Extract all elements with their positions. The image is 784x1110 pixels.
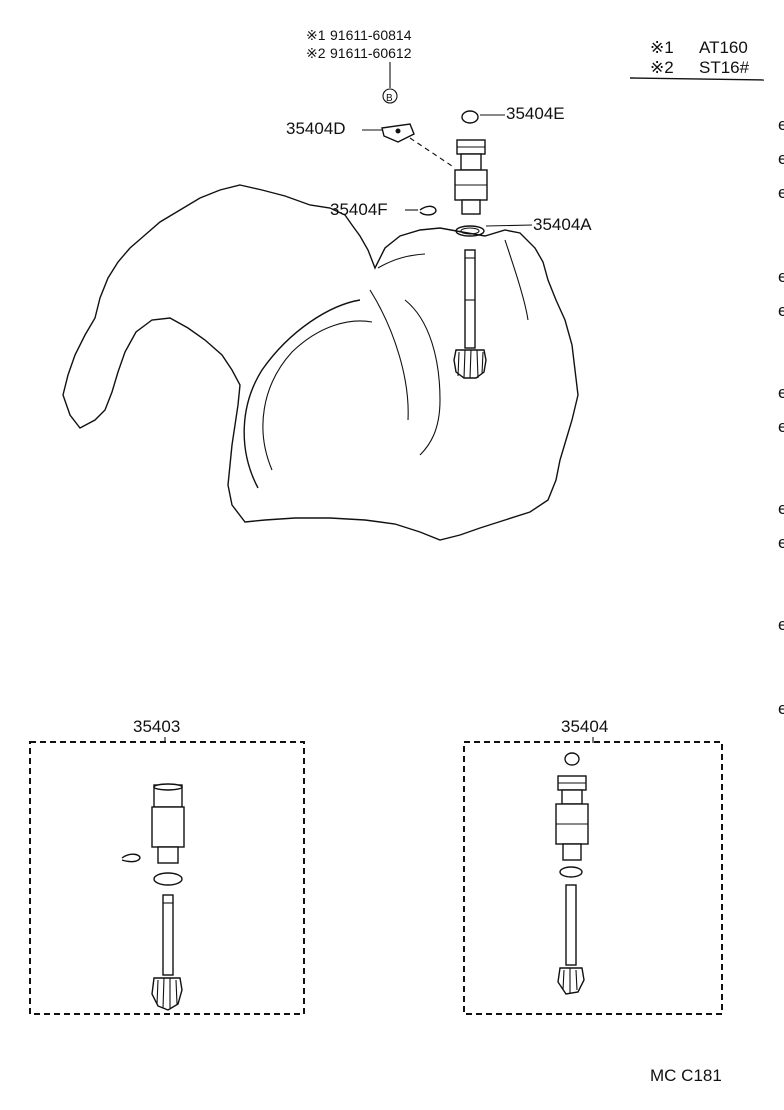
transmission-case (62, 184, 579, 541)
oil-seal-part-e (461, 110, 479, 124)
right-sleeve-tip (562, 843, 582, 861)
sleeve-tip (461, 199, 481, 215)
leader-a (485, 224, 533, 227)
assembly-35403-label: 35403 (133, 717, 180, 736)
exploded-parts: 35404E 35404D 35404F 35404A (286, 104, 592, 379)
margin-mark: e (778, 149, 784, 168)
assembly-35404-box (463, 741, 723, 1015)
margin-mark: e (778, 699, 784, 718)
sleeve-neck (460, 153, 482, 171)
bolt-symbol: B (386, 93, 393, 104)
gear-teeth (457, 349, 484, 379)
margin-mark: e (778, 615, 784, 634)
left-clip (121, 853, 141, 863)
clip-part-f (419, 205, 437, 216)
note2-part-number: 91611-60612 (330, 45, 412, 61)
driven-shaft (464, 249, 476, 349)
right-gear (557, 967, 585, 995)
case-rib-2 (404, 299, 441, 456)
bell-housing-inner (262, 320, 373, 471)
legend-item2-text: ST16# (699, 58, 750, 77)
right-sleeve-neck (561, 789, 583, 805)
legend-rule (629, 77, 765, 81)
callout-35404f: 35404F (330, 200, 388, 219)
callout-35404e: 35404E (506, 104, 565, 123)
margin-mark: e (778, 183, 784, 202)
assembly-35403: 35403 (29, 717, 305, 1015)
left-sleeve-cap (153, 783, 183, 791)
margin-mark: e (778, 115, 784, 134)
legend: ※1 AT160 ※2 ST16# (629, 38, 765, 81)
case-rib-3 (369, 289, 409, 421)
margin-mark: e (778, 301, 784, 320)
margin-mark: e (778, 533, 784, 552)
assembly-35404: 35404 (463, 717, 723, 1015)
diagram-code: MC C181 (650, 1066, 722, 1085)
left-shaft (162, 894, 174, 976)
right-gear-teeth (562, 968, 578, 994)
callout-35404a: 35404A (533, 215, 592, 234)
bolt-symbol-circle (382, 88, 398, 104)
o-ring-inner (460, 227, 480, 235)
bell-housing-ring (243, 299, 361, 489)
right-o-ring (559, 866, 583, 878)
note2-mark: ※2 (306, 45, 326, 61)
left-sleeve-tip (157, 846, 179, 864)
margin-mark: e (778, 499, 784, 518)
left-gear-teeth (156, 977, 178, 1009)
lock-plate-hole (395, 128, 401, 134)
margin-mark: e (778, 417, 784, 436)
left-gear (151, 977, 183, 1011)
callout-35404d: 35404D (286, 119, 346, 138)
legend-item2-mark: ※2 (650, 58, 674, 77)
bolt-notes: ※1 91611-60814 ※2 91611-60612 B (306, 27, 412, 104)
assembly-35404-label: 35404 (561, 717, 608, 736)
margin-mark: e (778, 383, 784, 402)
right-cap (564, 752, 580, 766)
margin-mark: e (778, 267, 784, 286)
legend-item1-mark: ※1 (650, 38, 674, 57)
case-rib-1 (377, 253, 426, 269)
note1-mark: ※1 (306, 27, 326, 43)
right-shaft (565, 884, 577, 966)
assembly-35403-box (29, 741, 305, 1015)
legend-item1-text: AT160 (699, 38, 748, 57)
case-outline (62, 184, 579, 541)
o-ring-part-a (455, 225, 485, 237)
left-sleeve-body (151, 806, 185, 848)
case-edge-right (504, 239, 529, 321)
dash-leader-d (409, 137, 456, 169)
left-o-ring (153, 872, 183, 886)
margin-marks: e e e e e e e e e e e (778, 115, 784, 718)
note1-part-number: 91611-60814 (330, 27, 412, 43)
